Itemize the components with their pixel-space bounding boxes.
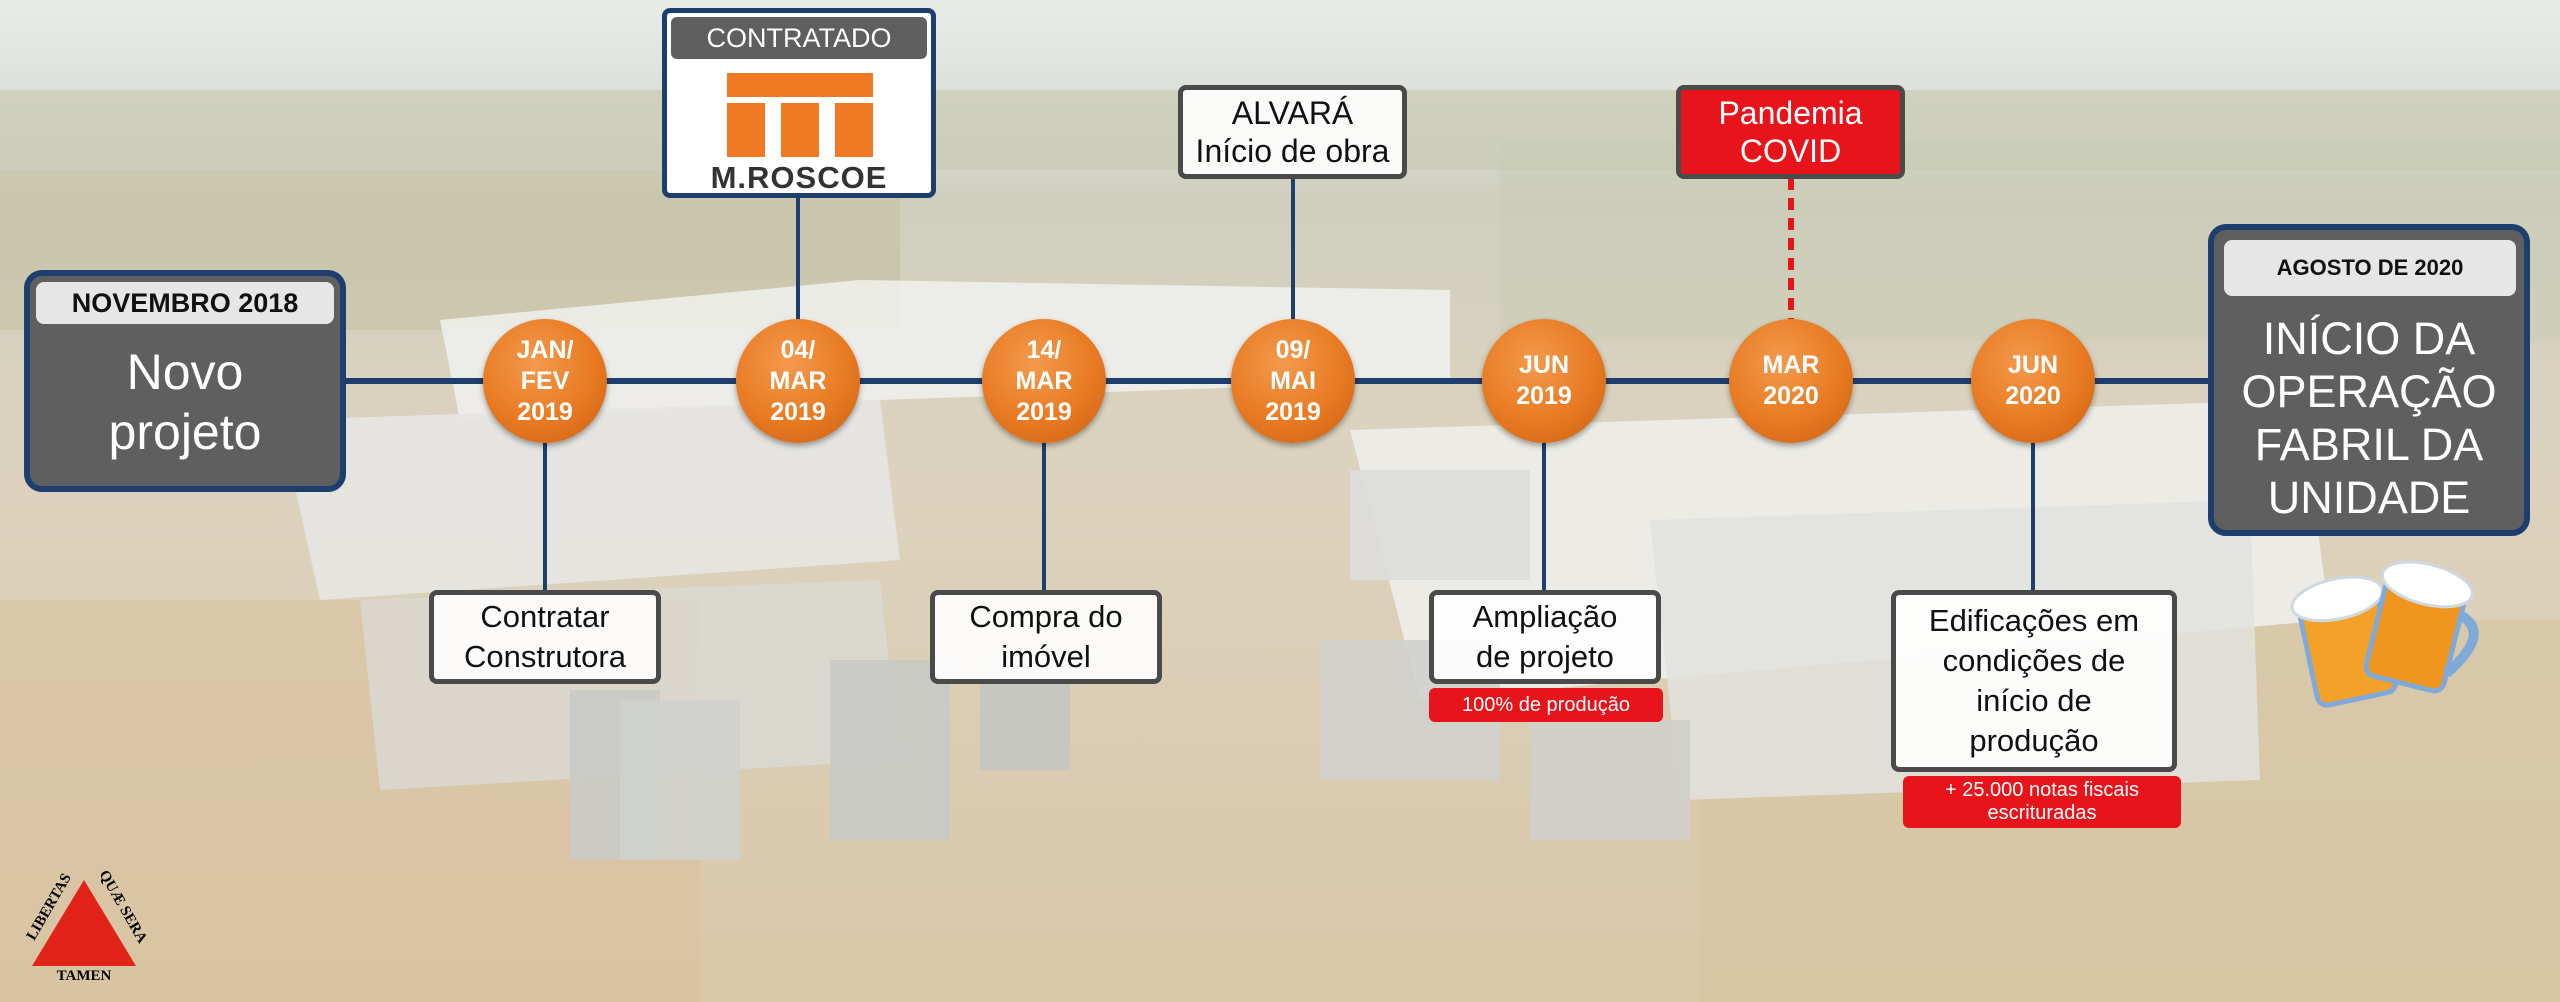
- contratar-construtora-box: Contratar Construtora: [429, 590, 661, 684]
- compra-imovel-box: Compra do imóvel: [930, 590, 1162, 684]
- m-roscoe-logo-icon: [727, 73, 873, 157]
- covid-box: Pandemia COVID: [1676, 85, 1905, 179]
- emblem-bottom-text: TAMEN: [56, 968, 112, 984]
- start-title: Novo projeto: [108, 344, 262, 460]
- contractor-header: CONTRATADO: [671, 17, 927, 59]
- libertas-emblem-icon: [32, 880, 136, 966]
- start-date-tag: NOVEMBRO 2018: [36, 282, 334, 324]
- milestone-09-mai-2019: 09/ MAI 2019: [1231, 319, 1355, 443]
- producao-note: 100% de produção: [1429, 688, 1663, 722]
- notas-fiscais-note: + 25.000 notas fiscais escrituradas: [1903, 776, 2181, 828]
- milestone-jun-2019: JUN 2019: [1482, 319, 1606, 443]
- milestone-mar-2020: MAR 2020: [1729, 319, 1853, 443]
- beer-mugs-icon: [2290, 560, 2479, 708]
- alvara-box: ALVARÁ Início de obra: [1178, 85, 1407, 179]
- edificacoes-box: Edificações em condições de início de pr…: [1891, 590, 2177, 772]
- contractor-card: CONTRATADO M.ROSCOE: [662, 8, 936, 198]
- milestone-14-mar-2019: 14/ MAR 2019: [982, 319, 1106, 443]
- ampliacao-projeto-box: Ampliação de projeto: [1429, 590, 1661, 684]
- end-date-tag: AGOSTO DE 2020: [2224, 240, 2516, 296]
- milestone-jun-2020: JUN 2020: [1971, 319, 2095, 443]
- start-card: NOVEMBRO 2018 Novo projeto: [24, 270, 346, 492]
- end-title: INÍCIO DA OPERAÇÃO FABRIL DA UNIDADE: [2241, 313, 2497, 523]
- milestone-04-mar-2019: 04/ MAR 2019: [736, 319, 860, 443]
- milestone-jan-fev-2019: JAN/ FEV 2019: [483, 319, 607, 443]
- end-card: AGOSTO DE 2020 INÍCIO DA OPERAÇÃO FABRIL…: [2208, 224, 2530, 536]
- contractor-logo-text: M.ROSCOE: [710, 160, 888, 195]
